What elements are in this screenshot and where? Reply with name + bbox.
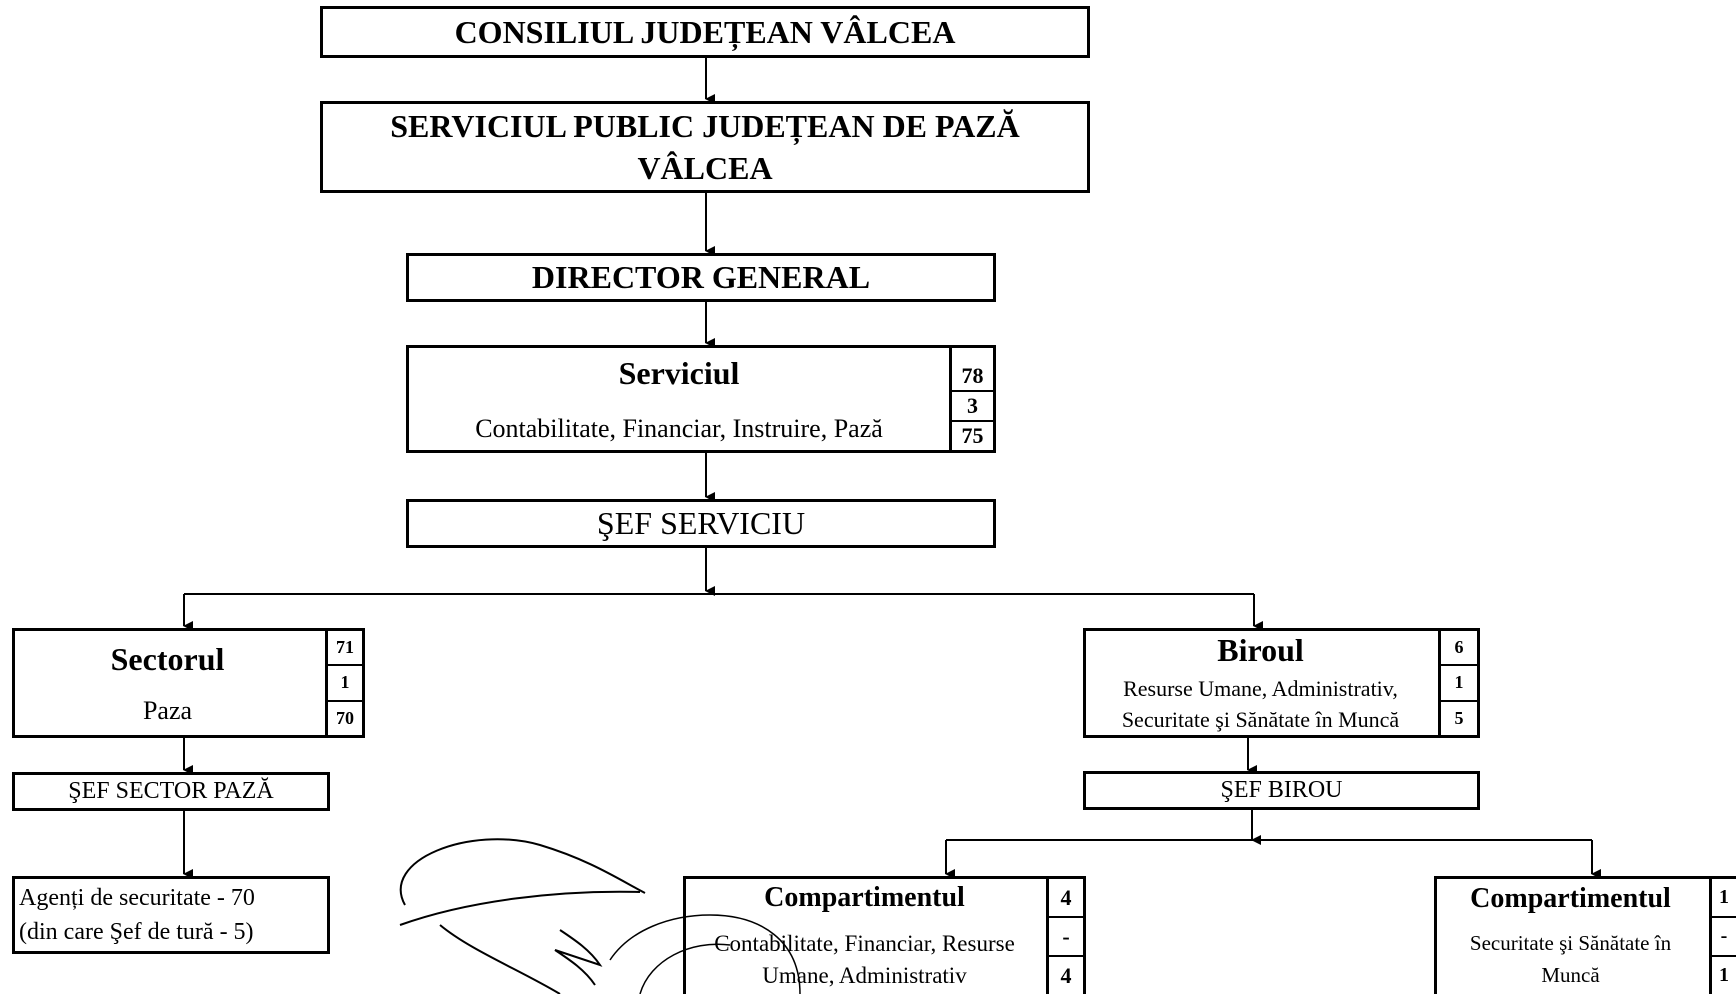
sef-birou-box: ŞEF BIROU (1083, 771, 1480, 810)
service-public-line2: VÂLCEA (637, 150, 773, 186)
biroul-box: Biroul Resurse Umane, Administrativ, Sec… (1083, 628, 1480, 738)
service-public-box: SERVICIUL PUBLIC JUDEȚEAN DE PAZĂ VÂLCEA (320, 101, 1090, 193)
sef-birou-title: ŞEF BIROU (1220, 777, 1343, 803)
serviciul-count-management: 3 (952, 390, 993, 420)
service-public-line1: SERVICIUL PUBLIC JUDEȚEAN DE PAZĂ (390, 108, 1020, 144)
sef-sector-box: ŞEF SECTOR PAZĂ (12, 772, 330, 811)
sectorul-count-column: 71 1 70 (325, 631, 362, 735)
serviciul-count-column: 78 3 75 (949, 348, 993, 450)
compartiment1-line2: Umane, Administrativ (762, 962, 967, 988)
sectorul-count-execution: 70 (328, 699, 362, 735)
serviciul-box: Serviciul Contabilitate, Financiar, Inst… (406, 345, 996, 453)
director-title: DIRECTOR GENERAL (531, 259, 871, 295)
director-box: DIRECTOR GENERAL (406, 253, 996, 302)
biroul-count-total: 6 (1454, 637, 1464, 658)
sectorul-title: Sectorul (110, 640, 225, 677)
agenti-line1: Agenți de securitate - 70 (19, 885, 255, 911)
compartiment2-count-management: - (1712, 916, 1736, 955)
serviciul-count-execution: 75 (952, 420, 993, 450)
sef-serviciu-title: ŞEF SERVICIU (596, 505, 806, 541)
compartiment1-count-total: 4 (1060, 884, 1072, 910)
compartiment1-count-column: 4 - 4 (1046, 879, 1083, 994)
sef-sector-title: ŞEF SECTOR PAZĂ (68, 778, 274, 804)
biroul-count-management: 1 (1441, 664, 1477, 699)
compartiment2-title: Compartimentul (1470, 882, 1671, 914)
council-box: CONSILIUL JUDEȚEAN VÂLCEA (320, 6, 1090, 58)
signature-drawing (399, 838, 801, 994)
biroul-title: Biroul (1217, 631, 1304, 668)
compartiment1-count-execution: 4 (1049, 955, 1083, 994)
sef-serviciu-box: ŞEF SERVICIU (406, 499, 996, 548)
compartiment2-count-execution: 1 (1712, 955, 1736, 994)
compartiment2-box: Compartimentul Securitate şi Sănătate în… (1434, 876, 1736, 994)
council-title: CONSILIUL JUDEȚEAN VÂLCEA (454, 13, 956, 50)
sectorul-subtitle: Paza (142, 695, 193, 725)
compartiment1-box: Compartimentul Contabilitate, Financiar,… (683, 876, 1086, 994)
compartiment1-line1: Contabilitate, Financiar, Resurse (714, 930, 1015, 956)
agenti-box: Agenți de securitate - 70 (din care Şef … (12, 876, 330, 954)
serviciul-title: Serviciul (618, 354, 740, 391)
biroul-line1: Resurse Umane, Administrativ, (1123, 675, 1398, 701)
sectorul-count-total: 71 (336, 637, 354, 658)
biroul-count-execution: 5 (1441, 699, 1477, 735)
sectorul-box: Sectorul Paza 71 1 70 (12, 628, 365, 738)
compartiment2-count-total: 1 (1719, 886, 1729, 908)
sectorul-count-management: 1 (328, 664, 362, 699)
compartiment1-title: Compartimentul (764, 881, 965, 913)
serviciul-subtitle: Contabilitate, Financiar, Instruire, Paz… (475, 413, 883, 443)
compartiment2-count-column: 1 - 1 (1709, 879, 1736, 994)
compartiment2-line2: Muncă (1541, 962, 1600, 987)
agenti-line2: (din care Şef de tură - 5) (19, 919, 254, 945)
compartiment1-count-management: - (1049, 916, 1083, 955)
biroul-line2: Securitate şi Sănătate în Muncă (1121, 706, 1400, 732)
biroul-count-column: 6 1 5 (1438, 631, 1477, 735)
serviciul-count-total: 78 (961, 363, 984, 388)
compartiment2-line1: Securitate şi Sănătate în (1469, 930, 1672, 955)
